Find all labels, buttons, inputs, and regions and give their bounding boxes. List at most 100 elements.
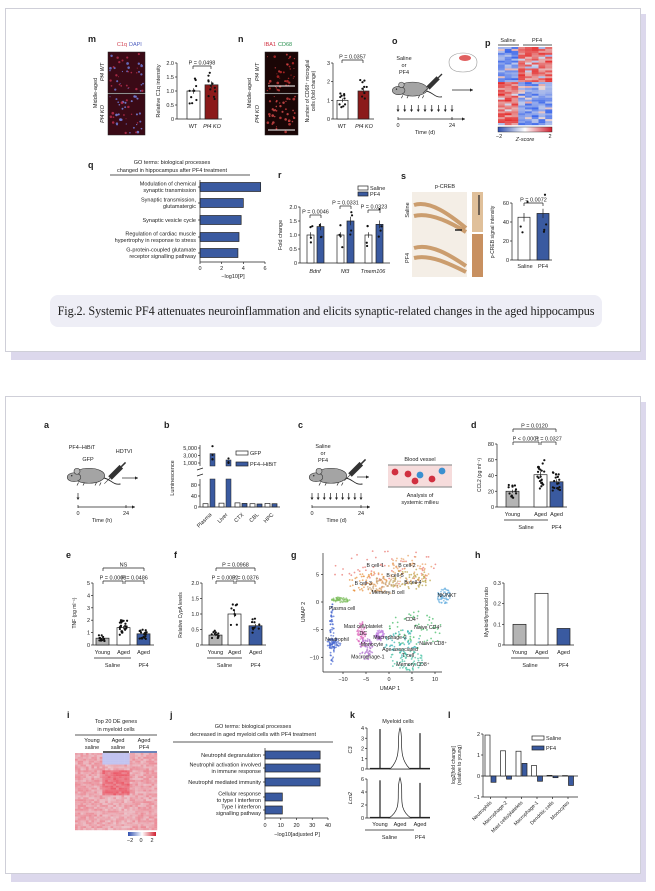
heatmap-cell (121, 797, 125, 800)
micrograph-n-ko-cell (266, 121, 270, 124)
heatmap-cell (80, 772, 84, 775)
umap-point (421, 563, 424, 566)
g-y-tick-label: 0 (316, 600, 319, 606)
o-injection-arrowhead (403, 109, 407, 112)
mouse-foot (422, 95, 425, 99)
heatmap-cell (545, 54, 553, 57)
d-bar-2-dot (553, 479, 556, 483)
heatmap-cell (96, 776, 100, 779)
umap-point (343, 598, 346, 601)
umap-point (370, 588, 373, 591)
umap-point (403, 567, 406, 570)
heatmap-cell (124, 824, 128, 827)
micrograph-m-wt-cell (116, 56, 119, 59)
heatmap-cell (146, 826, 149, 829)
heatmap-cell (113, 799, 117, 802)
heatmap-cell (116, 760, 119, 763)
e-bar-1-dot (124, 628, 127, 631)
heatmap-cell (146, 785, 149, 788)
umap-point (334, 599, 336, 602)
heatmap-cell (143, 797, 147, 800)
umap-point (364, 639, 367, 642)
heatmap-cell (107, 816, 111, 819)
heatmap-cell (77, 768, 81, 771)
d-bar-2 (549, 481, 564, 508)
e-bar-2-dot (141, 637, 144, 640)
umap-point (426, 574, 428, 577)
heatmap-cell (545, 95, 553, 98)
heatmap-cell (143, 753, 147, 756)
umap-point (448, 592, 451, 594)
micrograph-m-ko-cell (140, 127, 143, 130)
f-y-tick-label: 1.5 (191, 597, 199, 603)
umap-point (421, 659, 423, 662)
umap-point (438, 601, 441, 604)
heatmap-cell (140, 753, 144, 756)
c-injection-arrowhead (347, 497, 351, 500)
heatmap-cell (135, 826, 139, 829)
heatmap-cell (146, 758, 149, 761)
heatmap-cell (88, 787, 92, 790)
heatmap-cell (113, 826, 117, 829)
umap-point (330, 611, 333, 614)
h-bar-2 (556, 628, 571, 646)
heatmap-cell (105, 778, 108, 781)
heatmap-cell (80, 826, 84, 829)
heatmap-cell (151, 776, 155, 779)
panel-label-m: m (88, 34, 96, 44)
heatmap-cell (88, 808, 92, 811)
heatmap-cell (148, 785, 152, 788)
e-bar-1-dot (119, 624, 123, 627)
heatmap-cell (107, 804, 111, 808)
umap-point (392, 577, 395, 580)
i-title: in myeloid cells (97, 727, 135, 733)
heatmap-cell (154, 816, 158, 819)
heatmap-cell (118, 818, 122, 821)
heatmap-cell (83, 778, 87, 781)
heatmap-cell (132, 808, 136, 811)
heatmap-cell (126, 818, 130, 821)
d-category-label: Aged (550, 512, 563, 518)
umap-point (372, 586, 374, 589)
heatmap-cell (124, 820, 128, 823)
heatmap-cell (154, 787, 158, 790)
j-x-tick-label: 40 (325, 823, 331, 829)
heatmap-cell (146, 801, 149, 804)
heatmap-cell (77, 758, 81, 761)
heatmap-cell (538, 50, 546, 54)
umap-point (427, 555, 430, 558)
heatmap-cell (132, 818, 136, 821)
umap-point (419, 565, 422, 568)
heatmap-cell (85, 774, 89, 777)
heatmap-cell (132, 774, 136, 777)
heatmap-cell (77, 764, 81, 767)
f-bar-1-dot (232, 609, 236, 612)
heatmap-cell (151, 778, 155, 781)
heatmap-cell (107, 779, 111, 783)
e-bar-0-dot (102, 637, 106, 641)
s-bar-pf4 (536, 213, 550, 261)
heatmap-cell (105, 816, 108, 819)
heatmap-cell (525, 64, 532, 67)
heatmap-cell (498, 86, 505, 89)
heatmap-cell (132, 803, 136, 806)
umap-point (358, 622, 361, 625)
heatmap-cell (102, 785, 106, 788)
micrograph-n-wt-cell (289, 68, 292, 70)
umap-point (421, 569, 424, 572)
heatmap-cell (88, 756, 92, 759)
umap-point (402, 558, 405, 561)
heatmap-cell (151, 754, 155, 758)
umap-point (399, 585, 402, 588)
micrograph-m-ko-cell (134, 95, 138, 98)
heatmap-cell (110, 826, 114, 829)
heatmap-cell (107, 776, 111, 779)
umap-point (332, 642, 335, 645)
f-bar-2-dot (251, 618, 254, 621)
umap-point (423, 643, 426, 646)
heatmap-cell (105, 764, 108, 767)
heatmap-cell (132, 766, 136, 769)
umap-point (439, 623, 442, 626)
n-bar-ko-dot (363, 85, 366, 88)
heatmap-cell (129, 772, 133, 775)
